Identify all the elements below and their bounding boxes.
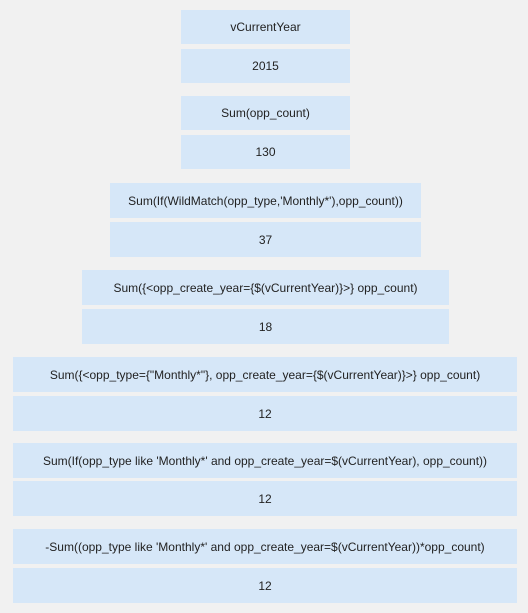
- value-box-6[interactable]: 12: [13, 481, 517, 516]
- value-box-7[interactable]: 12: [13, 568, 517, 603]
- expression-box-6[interactable]: Sum(If(opp_type like 'Monthly*' and opp_…: [13, 443, 517, 478]
- expression-box-4[interactable]: Sum({<opp_create_year={$(vCurrentYear)}>…: [82, 270, 449, 305]
- expression-box-5[interactable]: Sum({<opp_type={"Monthly*"}, opp_create_…: [13, 357, 517, 392]
- value-box-1[interactable]: 2015: [181, 49, 350, 83]
- expression-box-3[interactable]: Sum(If(WildMatch(opp_type,'Monthly*'),op…: [110, 183, 421, 218]
- expression-box-1[interactable]: vCurrentYear: [181, 10, 350, 44]
- value-box-4[interactable]: 18: [82, 309, 449, 344]
- expression-box-2[interactable]: Sum(opp_count): [181, 96, 350, 130]
- value-box-5[interactable]: 12: [13, 396, 517, 431]
- value-box-3[interactable]: 37: [110, 222, 421, 257]
- value-box-2[interactable]: 130: [181, 135, 350, 169]
- expression-box-7[interactable]: -Sum((opp_type like 'Monthly*' and opp_c…: [13, 529, 517, 564]
